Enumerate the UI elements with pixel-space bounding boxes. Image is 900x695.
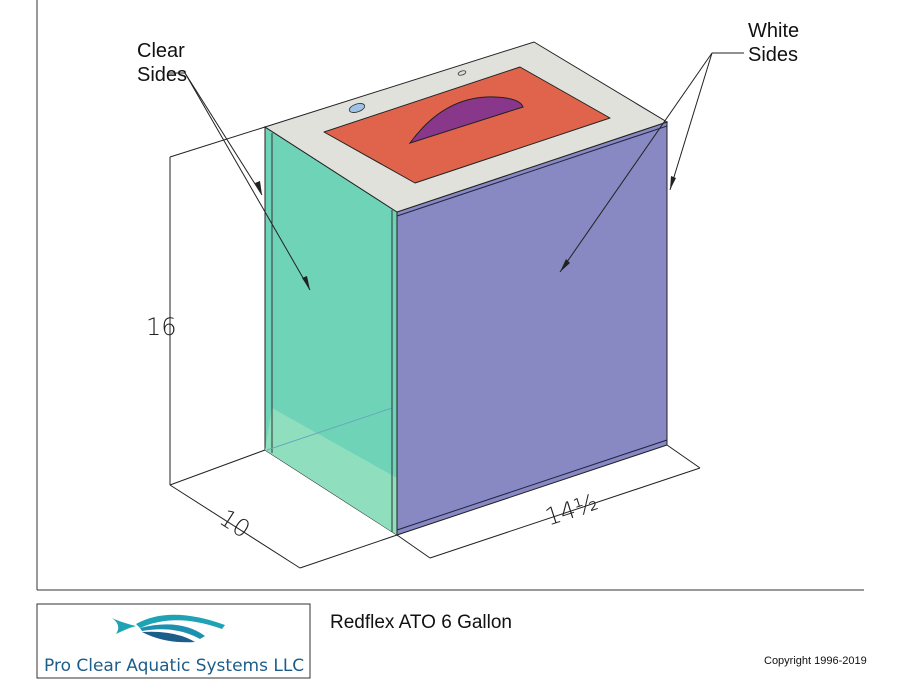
copyright-text: Copyright 1996-2019: [764, 655, 867, 667]
company-logo: Pro Clear Aquatic Systems LLC: [36, 603, 311, 679]
vent-pipe: [457, 70, 467, 76]
clear-sides-leaders: [168, 72, 311, 291]
clear-sides-label-line1: Clear: [137, 40, 185, 62]
white-sides-leaders: [559, 52, 744, 273]
height-dimension: 16: [146, 313, 177, 341]
dimension-lines: [169, 126, 701, 569]
logo-text: Pro Clear Aquatic Systems LLC: [44, 656, 304, 676]
clear-sides-label-line2: Sides: [137, 64, 187, 86]
white-sides-label-line2: Sides: [748, 44, 798, 66]
inlet-pipe: [348, 103, 366, 113]
lid-handle-cutout: [408, 96, 524, 144]
aquarium-model: [263, 41, 669, 536]
depth-dimension: 10: [214, 504, 255, 544]
white-sides-label-line1: White: [748, 20, 799, 42]
width-dimension: 14½: [542, 488, 602, 531]
drawing-title: Redflex ATO 6 Gallon: [330, 612, 512, 633]
